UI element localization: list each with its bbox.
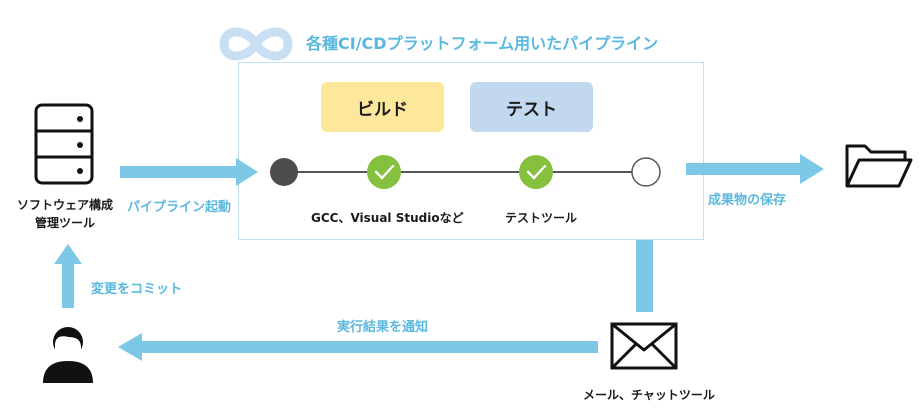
- infinity-icon: [219, 27, 293, 61]
- notify-label: 実行結果を通知: [337, 320, 429, 335]
- notification-tool-label: メール、チャットツール: [583, 388, 715, 402]
- build-step: [367, 155, 401, 189]
- end-step: [631, 157, 661, 187]
- commit-label: 変更をコミット: [91, 282, 183, 297]
- mail-icon: [610, 322, 678, 370]
- start-step: [270, 158, 298, 186]
- scm-label-line1: ソフトウェア構成: [16, 198, 113, 212]
- check-icon: [526, 164, 547, 180]
- test-stage: テスト: [470, 82, 593, 132]
- notify-arrow: [118, 333, 598, 361]
- scm-label: ソフトウェア構成 管理ツール: [4, 196, 126, 232]
- pipeline-steps: [270, 155, 661, 189]
- trigger-label: パイプライン起動: [127, 200, 232, 215]
- test-tools-label: テストツール: [505, 211, 578, 225]
- build-tools-label: GCC、Visual Studioなど: [311, 211, 464, 225]
- commit-arrow: [54, 244, 82, 308]
- test-step: [519, 155, 553, 189]
- pipeline-title: 各種CI/CDプラットフォーム用いたパイプライン: [306, 34, 659, 53]
- folder-icon: [845, 144, 913, 188]
- trigger-arrow: [120, 158, 258, 186]
- store-label: 成果物の保存: [708, 193, 787, 208]
- user-icon: [43, 327, 93, 383]
- store-arrow: [686, 154, 824, 184]
- check-icon: [374, 164, 395, 180]
- database-icon: [34, 103, 94, 185]
- notify-down-connector: [636, 240, 653, 312]
- build-stage: ビルド: [321, 82, 444, 132]
- scm-label-line2: 管理ツール: [34, 216, 95, 230]
